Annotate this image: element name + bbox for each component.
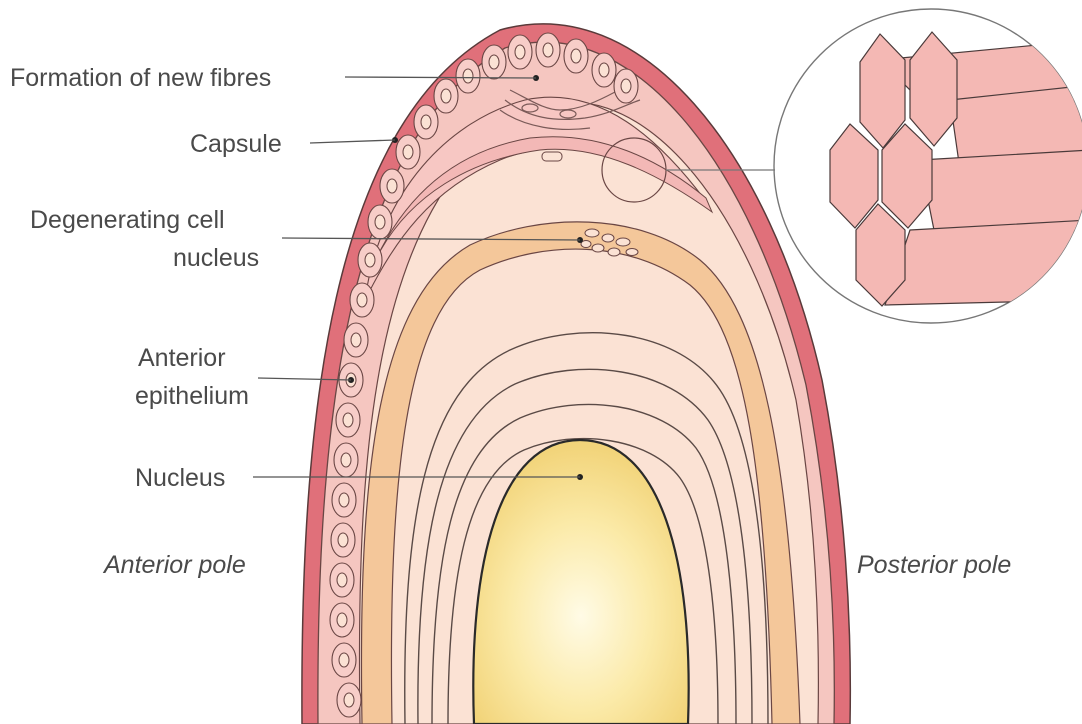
epithelial-cell-nucleus: [341, 453, 351, 467]
label-anterior-pole: Anterior pole: [102, 551, 246, 579]
label-degenerating-line2: nucleus: [173, 244, 259, 272]
epithelial-cell-nucleus: [621, 79, 631, 93]
epithelial-cell-nucleus: [338, 533, 348, 547]
epithelial-cell-nucleus: [337, 573, 347, 587]
fibre-cell-marker: [542, 152, 562, 161]
label-anterior-line2: epithelium: [135, 382, 249, 410]
epithelial-cell-nucleus: [421, 115, 431, 129]
fibre-strand-4: [885, 220, 1082, 305]
epithelial-cell-nucleus: [441, 89, 451, 103]
epithelial-cell-nucleus: [599, 63, 609, 77]
epithelial-cell-nucleus: [571, 49, 581, 63]
label-capsule: Capsule: [190, 130, 282, 158]
epithelial-cell-nucleus: [515, 45, 525, 59]
epithelial-cell-nucleus: [489, 55, 499, 69]
epithelial-cell-nucleus: [403, 145, 413, 159]
lens-cross-section: [302, 24, 850, 724]
label-formation: Formation of new fibres: [10, 64, 271, 92]
epithelial-cell-nucleus: [337, 613, 347, 627]
epithelial-cell-nucleus: [344, 693, 354, 707]
epithelial-cell-nucleus: [365, 253, 375, 267]
epithelial-cell-nucleus: [543, 43, 553, 57]
epithelial-cell-nucleus: [343, 413, 353, 427]
label-nucleus: Nucleus: [135, 464, 225, 492]
label-posterior-pole: Posterior pole: [857, 551, 1011, 579]
epithelial-cell-nucleus: [463, 69, 473, 83]
epithelial-cell-nucleus: [375, 215, 385, 229]
epithelial-cell-nucleus: [387, 179, 397, 193]
epithelial-cell-nucleus: [351, 333, 361, 347]
epithelial-cell-nucleus: [339, 493, 349, 507]
epithelial-cell-nucleus: [339, 653, 349, 667]
label-anterior-line1: Anterior: [138, 344, 226, 372]
label-degenerating-line1: Degenerating cell: [30, 206, 225, 234]
epithelial-cell-nucleus: [357, 293, 367, 307]
